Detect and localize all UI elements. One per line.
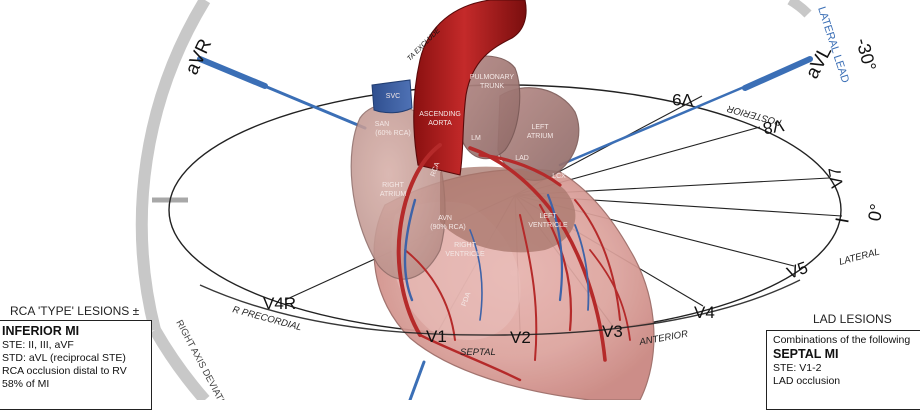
rca-box-line-2: STD: aVL (reciprocal STE) [2,352,126,364]
vein-3 [574,224,590,311]
artery-branch-3 [574,199,621,321]
label-avn-pct: (90% RCA) [430,224,465,231]
lad-box-heading: SEPTAL MI [773,347,839,361]
label-right-atrium-2: ATRIUM [380,191,406,198]
heart-illustration [199,0,801,400]
ecg-lead-heart-diagram: SVC SAN (60% RCA) RIGHT ATRIUM ASCENDING… [135,0,887,400]
label-pda: PDA [461,291,473,307]
lad-box-intro: Combinations of the following [773,334,911,346]
label-rca: RCA [430,161,442,178]
region-right-axis-deviation-label: RIGHT AXIS DEVIATION [173,318,233,400]
vein-1 [403,198,417,302]
label-left-ventricle-2: VENTRICLE [528,222,568,229]
label-svc: SVC [386,93,400,100]
label-ascending-aorta-2: AORTA [428,120,452,127]
limb-lead-vectors [197,56,813,400]
label-right-ventricle-2: VENTRICLE [445,251,485,258]
lad-artery [468,146,607,362]
vector-avr-thick [197,56,268,89]
label-lad: LAD [515,155,529,162]
ellipse-front-arc [199,279,801,336]
label-left-atrium-2: ATRIUM [527,133,553,140]
label-left-ventricle-1: LEFT [539,213,557,220]
region-lateral-label: LATERAL [838,247,881,268]
ring-arc-bottom-left [149,326,210,400]
label-san: SAN [375,121,389,128]
lad-box-line-2: LAD occlusion [773,375,841,387]
rca-box-line-1: STE: II, III, aVF [2,339,74,351]
lead-v8-label: V8 [762,115,786,137]
lead-v4-label: V4 [694,303,715,322]
lad-box-line-1: STE: V1-2 [773,362,822,374]
label-pulmonary-trunk-1: PULMONARY [470,74,515,81]
label-right-atrium-1: RIGHT [382,182,405,189]
rca-box-title: RCA 'TYPE' LESIONS ± [10,304,140,318]
rca-box-line-4: 58% of MI [2,378,50,390]
vein-2 [546,193,564,302]
rca-artery [396,143,442,337]
superior-vena-cava [371,79,413,114]
lead-v1-label: V1 [426,327,447,346]
lcx-artery [478,153,562,187]
lead-i-label: I [832,216,854,225]
angle-zero-label: 0° [864,202,887,222]
lead-v4r-label: V4R [263,294,296,313]
coronary-veins [403,193,590,321]
artery-branch-6 [418,333,522,382]
artery-branch-2 [519,214,538,361]
lead-v5-label: V5 [784,258,810,283]
label-ascending-aorta-1: ASCENDING [419,111,461,118]
region-posterior-label: POSTERIOR [726,103,783,128]
ring-arc-top-right [787,0,812,18]
lad-lesions-box: Combinations of the following SEPTAL MI … [766,330,920,410]
label-lm: LM [471,135,481,142]
ascending-aorta [413,0,527,176]
lead-v2-label: V2 [510,328,531,347]
ring-arc-top [135,0,211,332]
lad-box-title: LAD LESIONS [813,312,892,326]
label-left-atrium-1: LEFT [531,124,549,131]
lead-v7-label: V7 [825,166,847,190]
rca-box-line-3: RCA occlusion distal to RV [2,365,127,377]
label-right-ventricle-1: RIGHT [454,242,477,249]
vector-avl-thick [742,56,813,91]
angle-minus30-label: -30° [852,36,880,73]
artery-branch-1 [538,203,573,332]
vein-4 [469,229,483,321]
region-septal-label: SEPTAL [460,347,496,358]
lead-v9-label: V9 [672,90,693,109]
label-pulmonary-trunk-2: TRUNK [480,83,504,90]
label-san-pct: (60% RCA) [375,130,410,137]
angle-labels: -30° 0° [852,36,887,223]
lead-v3-label: V3 [602,322,623,341]
left-ventricle-region [440,166,576,253]
vector-inferior [408,360,426,400]
rca-lesions-box: INFERIOR MI STE: II, III, aVF STD: aVL (… [0,320,152,410]
label-lcx: LCX [552,173,566,180]
rca-box-heading: INFERIOR MI [2,324,80,338]
hexaxial-ring [135,0,812,400]
label-avn: AVN [438,215,452,222]
artery-branch-4 [404,249,456,341]
